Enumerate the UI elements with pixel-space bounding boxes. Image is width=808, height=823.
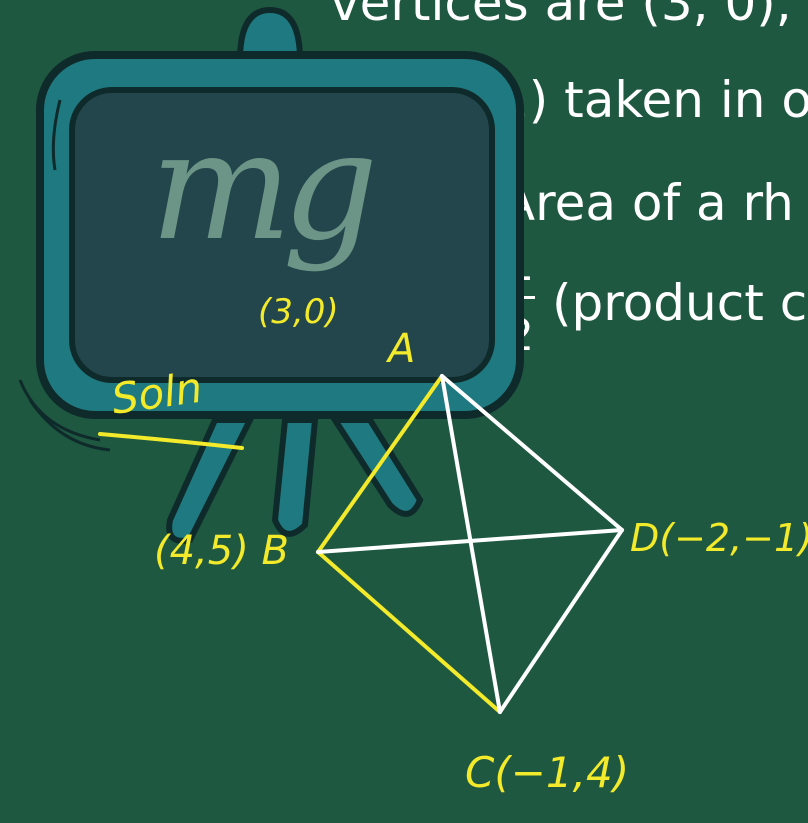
logo-mg-text: mg	[150, 100, 378, 274]
point-d-label: D(−2,−1)	[630, 516, 808, 560]
easel-leg-left	[166, 417, 255, 544]
easel-leg-middle	[271, 417, 319, 537]
side-bc-yellow	[316, 550, 502, 714]
point-a-coords: (3,0)	[258, 292, 339, 332]
question-line-4: (product c	[552, 274, 808, 332]
point-c-label: C(−1,4)	[465, 748, 630, 797]
diagonal-bd	[316, 528, 624, 554]
question-line-1: vertices are (3, 0),	[330, 0, 792, 32]
diagonal-ac	[440, 374, 502, 714]
side-ab-yellow	[316, 374, 444, 554]
easel-sketch-lines	[18, 99, 111, 452]
point-b-label: (4,5) B	[154, 528, 289, 574]
easel-top-knob	[236, 6, 304, 63]
side-ad-white	[440, 374, 624, 532]
side-dc-white	[498, 528, 624, 714]
point-a-label: A	[388, 326, 416, 372]
easel-board	[69, 87, 495, 383]
solution-underline	[98, 432, 244, 450]
